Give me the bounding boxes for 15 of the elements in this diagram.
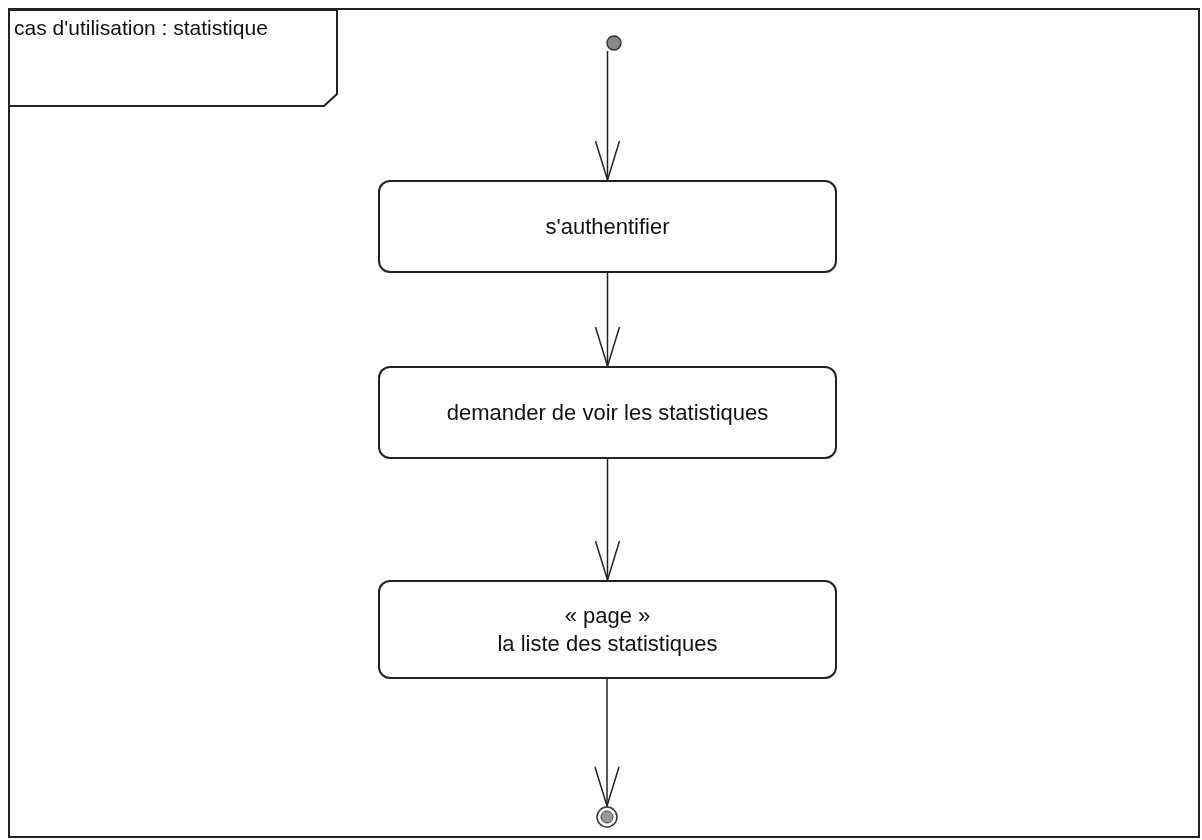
- initial-node: [606, 35, 622, 51]
- stereotype-label: « page »: [564, 602, 651, 630]
- control-flow-arrow: [594, 678, 620, 807]
- action-label: s'authentifier: [545, 212, 670, 241]
- action-box: [378, 180, 837, 273]
- final-node: [596, 806, 618, 828]
- action-box: [378, 580, 837, 679]
- action-box: [378, 366, 837, 459]
- action-label: demander de voir les statistiques: [446, 398, 769, 427]
- frame-title: cas d'utilisation : statistique: [14, 15, 268, 41]
- action-label: la liste des statistiques: [497, 629, 718, 657]
- activity-frame: [8, 8, 1200, 838]
- control-flow-arrow: [594, 272, 621, 367]
- control-flow-arrow: [594, 50, 621, 181]
- control-flow-arrow: [594, 458, 621, 581]
